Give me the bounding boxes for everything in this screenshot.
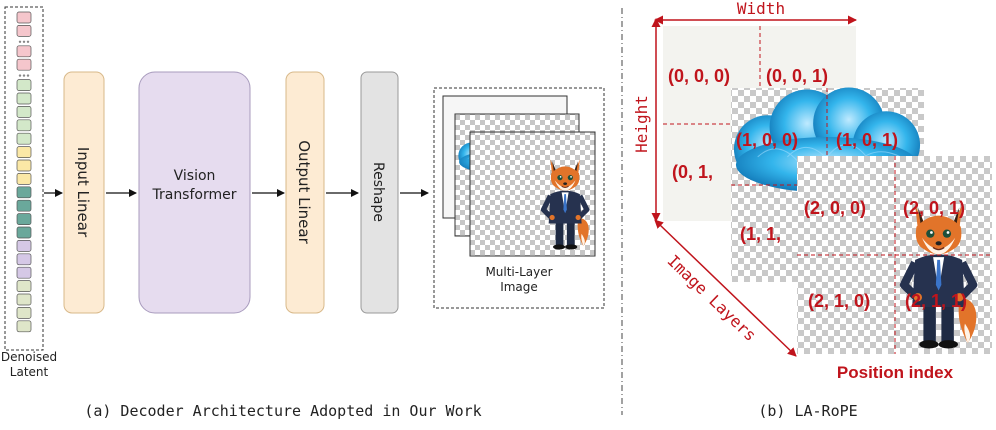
reshape-block: [360, 71, 399, 314]
latent-label-line1: Denoised: [1, 350, 57, 364]
latent-token-column: [16, 11, 32, 333]
latent-label-line2: Latent: [10, 365, 49, 379]
input-linear-block: [63, 71, 105, 314]
ellipsis-dot: [26, 74, 30, 77]
output-label-line1: Multi-Layer: [485, 265, 552, 279]
latent-token: [16, 45, 32, 58]
position-index-label: Position index: [837, 363, 954, 382]
latent-token: [16, 213, 32, 225]
multi-layer-output-frame: [433, 87, 605, 309]
latent-token: [16, 199, 32, 212]
pos-2-1-0: (2, 1, 0): [808, 291, 870, 311]
vision-transformer-block: [138, 71, 251, 314]
output-linear-label: Output Linear: [295, 140, 313, 244]
ellipsis-dot: [22, 40, 26, 43]
latent-token: [16, 307, 32, 319]
pos-2-1-1: (2, 1, 1): [905, 291, 967, 311]
pos-1-1-0: (1, 1,: [740, 224, 781, 244]
vit-label-line2: Transformer: [151, 187, 236, 203]
latent-token: [16, 293, 32, 306]
ellipsis-dot: [18, 40, 22, 43]
latent-token: [16, 266, 32, 279]
latent-token: [16, 173, 32, 185]
latent-outline: [4, 6, 44, 351]
latent-token: [16, 92, 32, 105]
pos-0-0-0: (0, 0, 0): [668, 66, 730, 86]
latent-token: [16, 106, 32, 118]
latent-token: [16, 132, 32, 145]
latent-token: [16, 119, 32, 132]
pos-0-0-1: (0, 0, 1): [766, 66, 828, 86]
left-caption: (a) Decoder Architecture Adopted in Our …: [84, 402, 481, 420]
right-caption: (b) LA-RoPE: [758, 402, 857, 420]
ellipsis-dot: [26, 40, 30, 43]
latent-token: [16, 58, 32, 71]
vit-label-line1: Vision: [174, 168, 216, 184]
pos-0-1-0: (0, 1,: [672, 162, 713, 182]
width-label: Width: [737, 0, 785, 18]
output-label-line2: Image: [500, 280, 538, 294]
latent-token: [16, 159, 32, 172]
latent-token: [16, 186, 32, 199]
latent-token: [16, 79, 32, 91]
latent-token: [16, 280, 32, 292]
ellipsis-dot: [22, 74, 26, 77]
pos-2-0-0: (2, 0, 0): [804, 198, 866, 218]
ellipsis-dot: [18, 74, 22, 77]
latent-token: [16, 25, 32, 37]
height-label: Height: [632, 95, 651, 153]
latent-token: [16, 240, 32, 252]
reshape-label: Reshape: [370, 162, 386, 222]
latent-token: [16, 11, 32, 24]
latent-token: [16, 146, 32, 158]
pos-1-0-1: (1, 0, 1): [836, 130, 898, 150]
input-linear-label: Input Linear: [74, 147, 92, 238]
output-linear-block: [285, 71, 325, 314]
pos-2-0-1: (2, 0, 1): [903, 198, 965, 218]
pos-1-0-0: (1, 0, 0): [736, 130, 798, 150]
latent-token: [16, 320, 32, 333]
latent-token: [16, 226, 32, 239]
latent-token: [16, 253, 32, 266]
layers-arrow: [654, 219, 797, 357]
